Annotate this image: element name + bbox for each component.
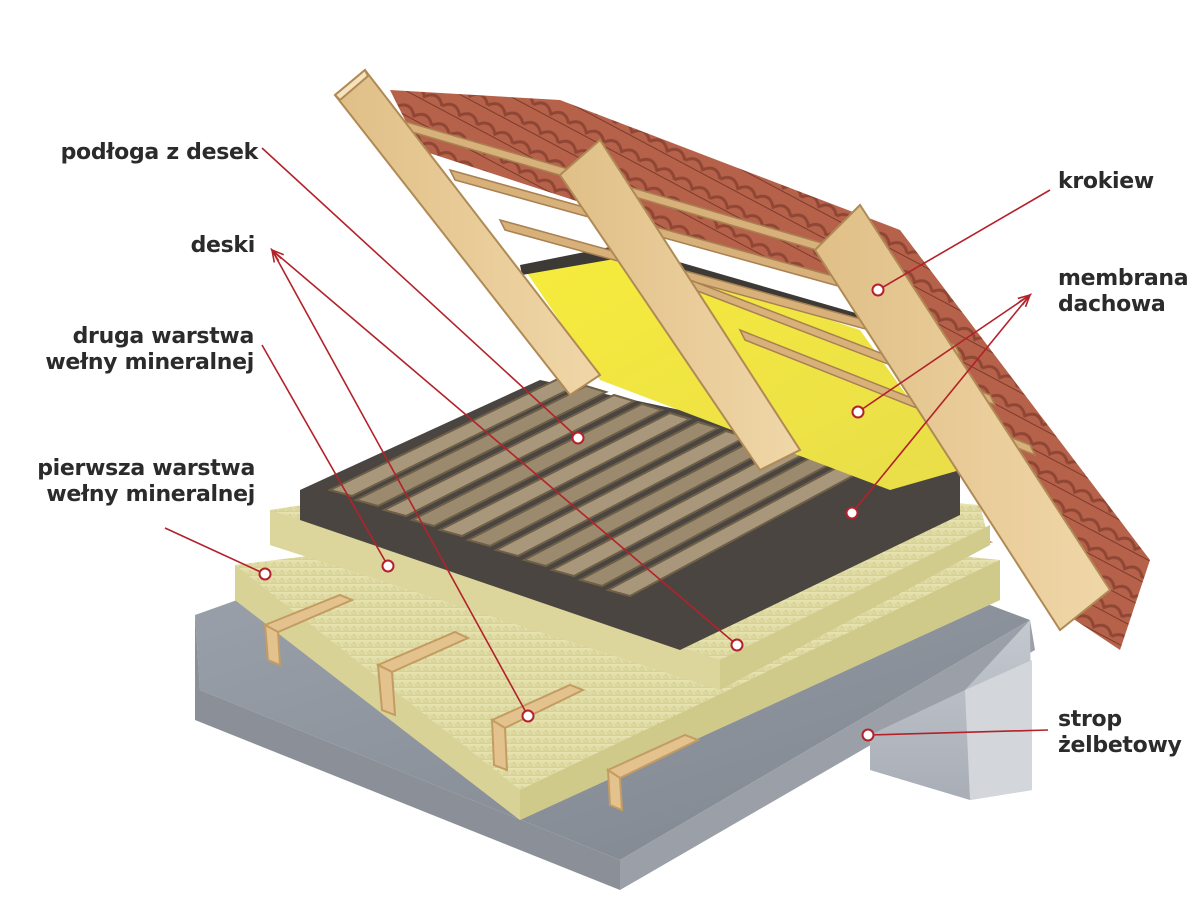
- leader-podloga: [261, 147, 579, 439]
- leader-druga: [261, 344, 389, 567]
- leader-lines: [164, 147, 1051, 736]
- leader-pierwsza-marker: [258, 567, 272, 581]
- leader-deski-2: [271, 249, 738, 646]
- label-membrana-dachowa: membrana dachowa: [1058, 266, 1189, 317]
- label-krokiew: krokiew: [1058, 169, 1154, 194]
- leader-druga-marker: [381, 559, 395, 573]
- leader-membrana-2: [851, 294, 1031, 514]
- label-deski: deski: [190, 233, 256, 258]
- label-strop-zelbetowy: strop żelbetowy: [1058, 707, 1182, 758]
- leader-podloga-marker: [571, 431, 585, 445]
- leader-deski-2-arrowhead: [270, 248, 285, 262]
- leader-strop: [867, 729, 1049, 736]
- leader-membrana-2-marker: [845, 506, 859, 520]
- leader-pierwsza: [164, 527, 266, 575]
- label-podloga-z-desek: podłoga z desek: [60, 140, 259, 165]
- leader-membrana-2-arrowhead: [1018, 293, 1032, 308]
- leader-krokiew-marker: [871, 283, 885, 297]
- floor-boards: [327, 376, 861, 598]
- leader-membrana-1-marker: [851, 405, 865, 419]
- leader-deski-1-marker: [521, 709, 535, 723]
- leader-membrana-1: [857, 294, 1031, 413]
- leader-krokiew: [877, 189, 1051, 291]
- rafters: [333, 68, 1112, 632]
- leader-strop-marker: [861, 728, 875, 742]
- leader-deski-2-marker: [730, 638, 744, 652]
- leader-deski-1: [271, 249, 529, 717]
- label-druga-warstwa: druga warstwa wełny mineralnej: [45, 324, 254, 375]
- leader-markers: [258, 283, 885, 742]
- label-pierwsza-warstwa: pierwsza warstwa wełny mineralnej: [37, 456, 255, 507]
